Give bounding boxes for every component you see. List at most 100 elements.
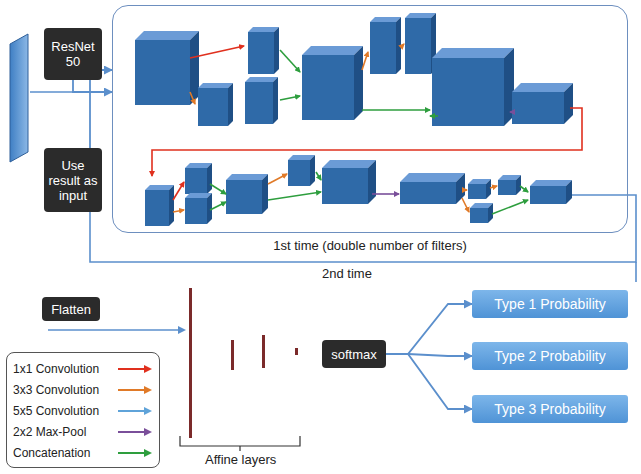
flow-arrow [462,189,467,191]
cube-front [198,88,228,126]
legend-sample [117,427,153,437]
label-box: softmax [322,340,386,368]
cube-front [135,40,190,105]
loop-tail [635,262,637,282]
sample-line [118,389,145,391]
cube-top [432,48,514,58]
module-panel: 1st time (double number of filters) [112,5,628,233]
flow-arrow [402,44,404,46]
cube-front [322,168,368,204]
cube-front [302,55,354,120]
cube-top [145,185,174,190]
legend-box: 1x1 Convolution3x3 Convolution5x5 Convol… [6,352,160,468]
cube-top [400,173,465,182]
cube-front [530,186,566,204]
cube-front [370,22,396,74]
label-box: ResNet 50 [44,28,102,80]
flow-arrow [362,52,368,70]
cube-front [432,58,504,126]
affine-bar [189,288,192,438]
cube-side [228,83,233,126]
legend-sample [117,385,153,395]
cube-top [405,13,436,18]
sample-head [144,407,152,415]
flow-arrow [268,174,287,184]
cube-side [274,27,279,74]
legend-sample [117,364,153,374]
arrowhead [178,326,186,334]
cube-top [302,46,363,55]
connector [386,354,472,409]
flow-arrow [173,182,184,200]
affine-bar [262,335,265,368]
cube-side [456,173,465,204]
legend-sample [117,448,153,458]
cube-top [530,180,572,186]
flow-arrow [280,50,300,72]
legend-row: Concatenation [13,442,153,463]
flow-arrow [510,111,512,113]
flow-arrow [316,172,321,180]
cube-side [207,163,212,194]
flow-arrow [190,92,195,104]
flow-arrow [372,193,399,195]
cube-front [288,160,310,186]
flow-arrow [173,210,184,212]
flow-arrow [210,202,226,210]
cube-side [273,77,278,124]
connector [386,304,472,354]
cube-side [396,17,401,74]
cube-side [190,31,199,105]
sample-head [144,449,152,457]
legend-row: 5x5 Convolution [13,400,153,421]
flow-arrow [268,192,321,200]
label-box: Flatten [42,297,100,321]
box-label: Use result as input [47,158,99,203]
legend-text: 5x5 Convolution [13,404,99,418]
cube-side [169,185,174,226]
cube-front [185,168,207,194]
cube-top [226,174,268,180]
loop-label: 2nd time [322,266,372,281]
box-label: ResNet 50 [47,39,99,69]
output-box: Type 3 Probability [472,395,628,423]
affine-bar [231,340,234,370]
box-label: softmax [331,347,377,362]
legend-text: Concatenation [13,446,90,460]
cube-top [135,31,199,40]
panel-caption: 1st time (double number of filters) [113,238,627,253]
flow-arrow [462,198,469,212]
group-label: Affine layers [205,452,276,467]
legend-text: 1x1 Convolution [13,362,99,376]
output-box: Type 1 Probability [472,290,628,318]
cube-side [486,179,491,199]
cube-side [564,83,573,124]
cube-side [262,174,268,214]
cube-front [185,198,207,224]
cube-top [512,83,573,92]
flow-arrow [492,200,528,214]
legend-row: 2x2 Max-Pool [13,421,153,442]
flow-arrow [152,108,582,176]
cube-top [198,83,233,88]
cube-front [405,18,431,74]
sample-line [118,410,145,412]
cube-front [498,180,516,195]
legend-sample [117,406,153,416]
cube-front [468,184,486,199]
affine-bar [295,348,298,355]
connector [90,70,112,148]
cube-top [322,160,376,168]
input-image [10,34,28,162]
cube-front [512,92,564,124]
flow-arrow [190,46,244,58]
flatten-arrow [48,329,180,331]
cube-side [516,175,521,195]
sample-line [118,368,145,370]
output-box: Type 2 Probability [472,342,628,370]
cube-front [245,82,273,124]
box-label: Type 3 Probability [494,401,605,417]
sample-line [118,452,145,454]
legend-text: 2x2 Max-Pool [13,425,86,439]
box-label: Flatten [51,302,91,317]
